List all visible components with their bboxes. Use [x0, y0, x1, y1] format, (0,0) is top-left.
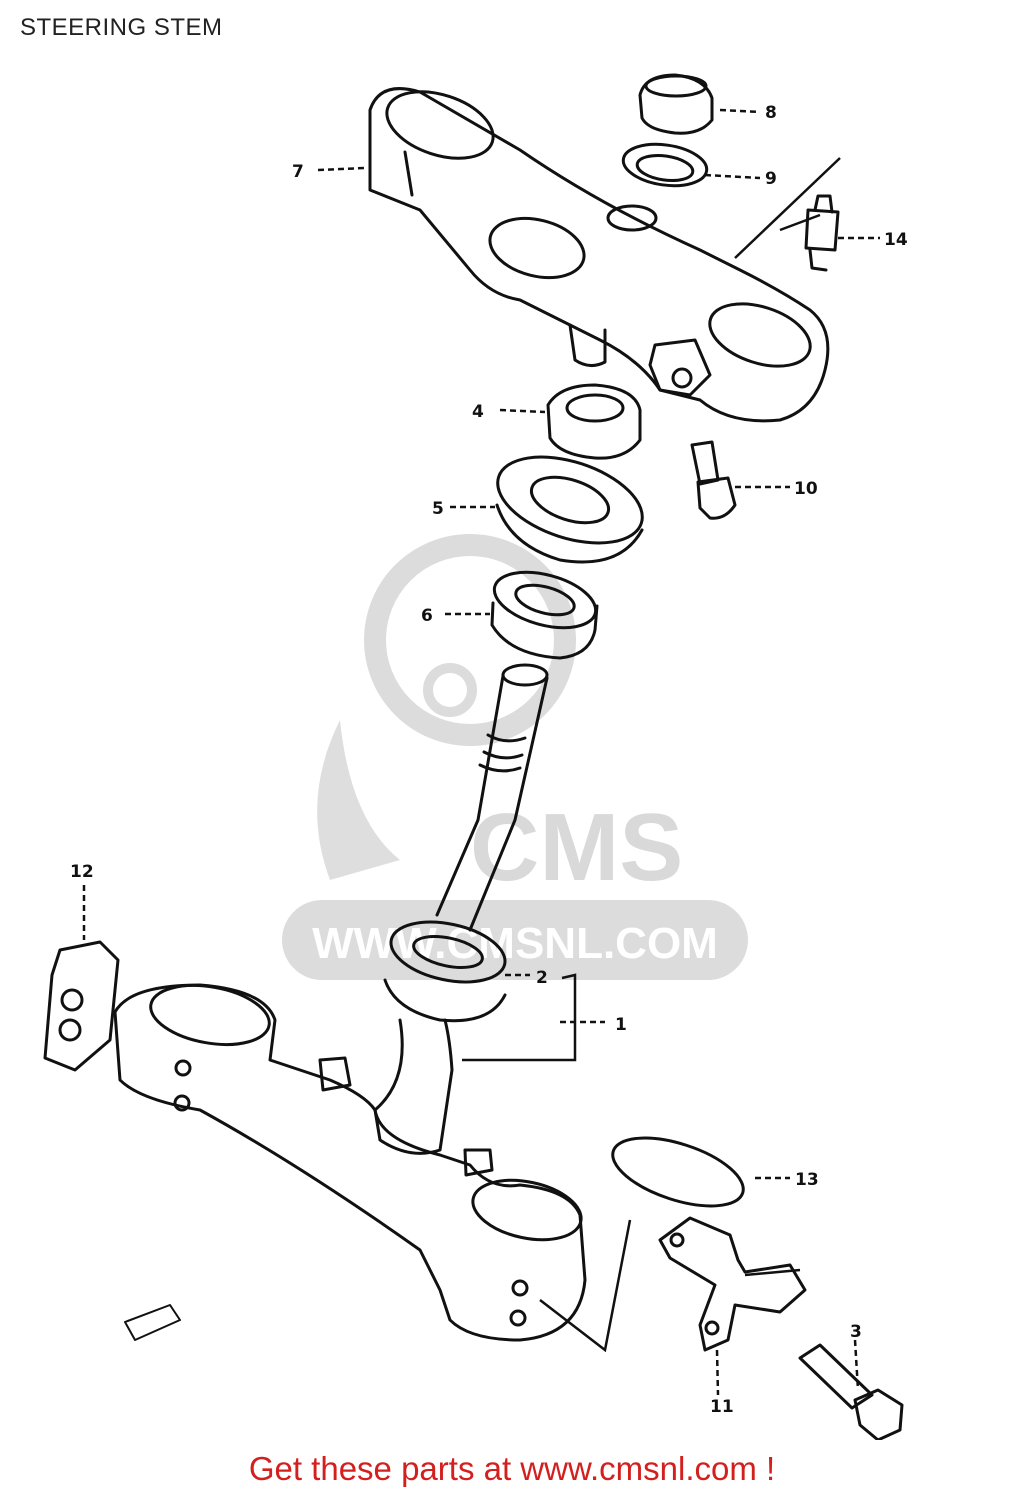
- callout-part-2: 2: [536, 968, 548, 988]
- part-8-cap: [638, 73, 714, 135]
- callout-part-1: 1: [615, 1015, 627, 1035]
- callout-part-9: 9: [765, 169, 777, 189]
- lower-bracket: [113, 983, 587, 1342]
- callout-part-7: 7: [292, 162, 304, 182]
- leader-lines: [82, 108, 880, 1396]
- watermark-site: WWW.CMSNL.COM: [312, 919, 718, 968]
- callout-part-11: 11: [710, 1397, 734, 1417]
- watermark-mascot-body: [317, 720, 400, 880]
- part-14-fitting: [804, 194, 840, 272]
- callout-part-10: 10: [794, 479, 818, 499]
- part-6-bearing: [490, 570, 599, 660]
- part-13-ring: [611, 1136, 745, 1208]
- callout-part-4: 4: [472, 402, 484, 422]
- watermark-brand: CMS: [470, 794, 683, 901]
- upper-bracket: [368, 87, 830, 423]
- exploded-parts-diagram: CMS WWW.CMSNL.COM: [43, 73, 908, 1440]
- callout-labels: 1 2 3 4 5 6 7 8 9 10 11 12 13 14: [70, 103, 908, 1417]
- callout-part-12: 12: [70, 862, 94, 882]
- part-4-nut: [546, 383, 642, 460]
- part-3-bolt: [798, 1343, 904, 1440]
- part-9-washer: [621, 142, 709, 188]
- front-arrow-mark: [124, 1304, 181, 1341]
- watermark-mascot-head: [364, 534, 576, 746]
- leader-lines-solid: [462, 157, 841, 1353]
- part-11-clamp: [658, 1216, 807, 1352]
- callout-part-6: 6: [421, 606, 433, 626]
- watermark-mascot-eye: [423, 663, 477, 717]
- callout-part-8: 8: [765, 103, 777, 123]
- part-10-bolt: [690, 440, 737, 520]
- part-5-dust-seal: [495, 455, 644, 564]
- cms-watermark: CMS WWW.CMSNL.COM: [282, 534, 748, 980]
- part-12-bracket: [43, 940, 120, 1072]
- footer-link-text[interactable]: Get these parts at www.cmsnl.com !: [248, 1450, 776, 1487]
- callout-part-14: 14: [884, 230, 908, 250]
- page-title: STEERING STEM: [20, 14, 223, 41]
- callout-part-3: 3: [850, 1322, 862, 1342]
- callout-part-13: 13: [795, 1170, 819, 1190]
- part-2-lower-bearing: [383, 920, 507, 1023]
- callout-part-5: 5: [432, 499, 444, 519]
- steering-stem-shaft: [435, 663, 549, 932]
